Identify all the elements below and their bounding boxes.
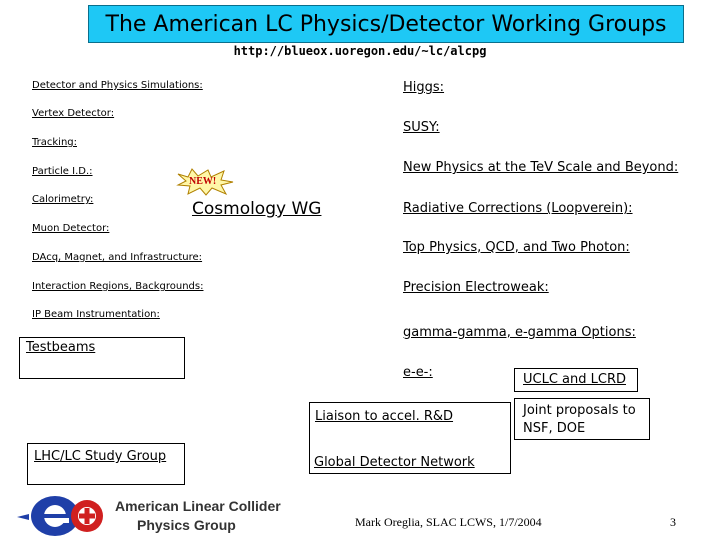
logo-text-line1: American Linear Collider bbox=[115, 498, 281, 514]
link-precision-electroweak[interactable]: Precision Electroweak: bbox=[403, 280, 549, 295]
link-calorimetry[interactable]: Calorimetry: bbox=[32, 194, 94, 205]
link-lhc-lc-study-group[interactable]: LHC/LC Study Group bbox=[34, 449, 167, 464]
link-detector-physics-simulations[interactable]: Detector and Physics Simulations: bbox=[32, 80, 203, 91]
liaison-box[interactable]: Liaison to accel. R&D bbox=[309, 402, 511, 474]
link-top-qcd-two-photon[interactable]: Top Physics, QCD, and Two Photon: bbox=[403, 240, 630, 255]
link-particle-id[interactable]: Particle I.D.: bbox=[32, 166, 93, 177]
alcpg-logo: American Linear Collider Physics Group bbox=[15, 492, 315, 538]
link-liaison-accel-rd[interactable]: Liaison to accel. R&D bbox=[315, 409, 454, 424]
starburst-icon bbox=[176, 168, 234, 196]
link-higgs[interactable]: Higgs: bbox=[403, 80, 445, 95]
new-badge: NEW! bbox=[176, 168, 234, 196]
link-new-physics[interactable]: New Physics at the TeV Scale and Beyond: bbox=[403, 160, 679, 175]
link-testbeams[interactable]: Testbeams bbox=[26, 340, 96, 355]
new-badge-text: NEW! bbox=[189, 176, 217, 187]
page-number: 3 bbox=[670, 515, 676, 529]
joint-proposals-line2: NSF, DOE bbox=[523, 421, 586, 436]
link-ip-beam-instrumentation[interactable]: IP Beam Instrumentation: bbox=[32, 309, 160, 320]
joint-proposals-line1: Joint proposals to bbox=[523, 403, 636, 418]
link-gamma-gamma[interactable]: gamma-gamma, e-gamma Options: bbox=[403, 325, 636, 340]
link-susy[interactable]: SUSY: bbox=[403, 120, 440, 135]
link-vertex-detector[interactable]: Vertex Detector: bbox=[32, 108, 115, 119]
link-dacq-magnet-infrastructure[interactable]: DAcq, Magnet, and Infrastructure: bbox=[32, 252, 203, 263]
link-e-e[interactable]: e-e-: bbox=[403, 365, 433, 380]
link-cosmology-wg[interactable]: Cosmology WG bbox=[192, 199, 322, 219]
link-global-detector-network[interactable]: Global Detector Network bbox=[314, 455, 475, 470]
slide-title: The American LC Physics/Detector Working… bbox=[88, 5, 684, 43]
link-radiative-corrections[interactable]: Radiative Corrections (Loopverein): bbox=[403, 201, 633, 216]
site-url[interactable]: http://blueox.uoregon.edu/~lc/alcpg bbox=[233, 44, 487, 58]
footer-credit: Mark Oreglia, SLAC LCWS, 1/7/2004 bbox=[355, 515, 542, 529]
logo-text-line2: Physics Group bbox=[137, 517, 236, 533]
joint-proposals-box: Joint proposals to NSF, DOE bbox=[514, 398, 650, 440]
testbeams-box[interactable]: Testbeams bbox=[19, 337, 185, 379]
electron-positron-logo-icon bbox=[17, 496, 103, 536]
link-tracking[interactable]: Tracking: bbox=[32, 137, 77, 148]
lhc-lc-box[interactable]: LHC/LC Study Group bbox=[27, 443, 185, 485]
slide-title-text: The American LC Physics/Detector Working… bbox=[105, 11, 667, 37]
link-uclc-lcrd[interactable]: UCLC and LCRD bbox=[523, 372, 626, 387]
link-muon-detector[interactable]: Muon Detector: bbox=[32, 223, 110, 234]
link-interaction-regions[interactable]: Interaction Regions, Backgrounds: bbox=[32, 281, 204, 292]
uclc-lcrd-box[interactable]: UCLC and LCRD bbox=[514, 368, 638, 392]
